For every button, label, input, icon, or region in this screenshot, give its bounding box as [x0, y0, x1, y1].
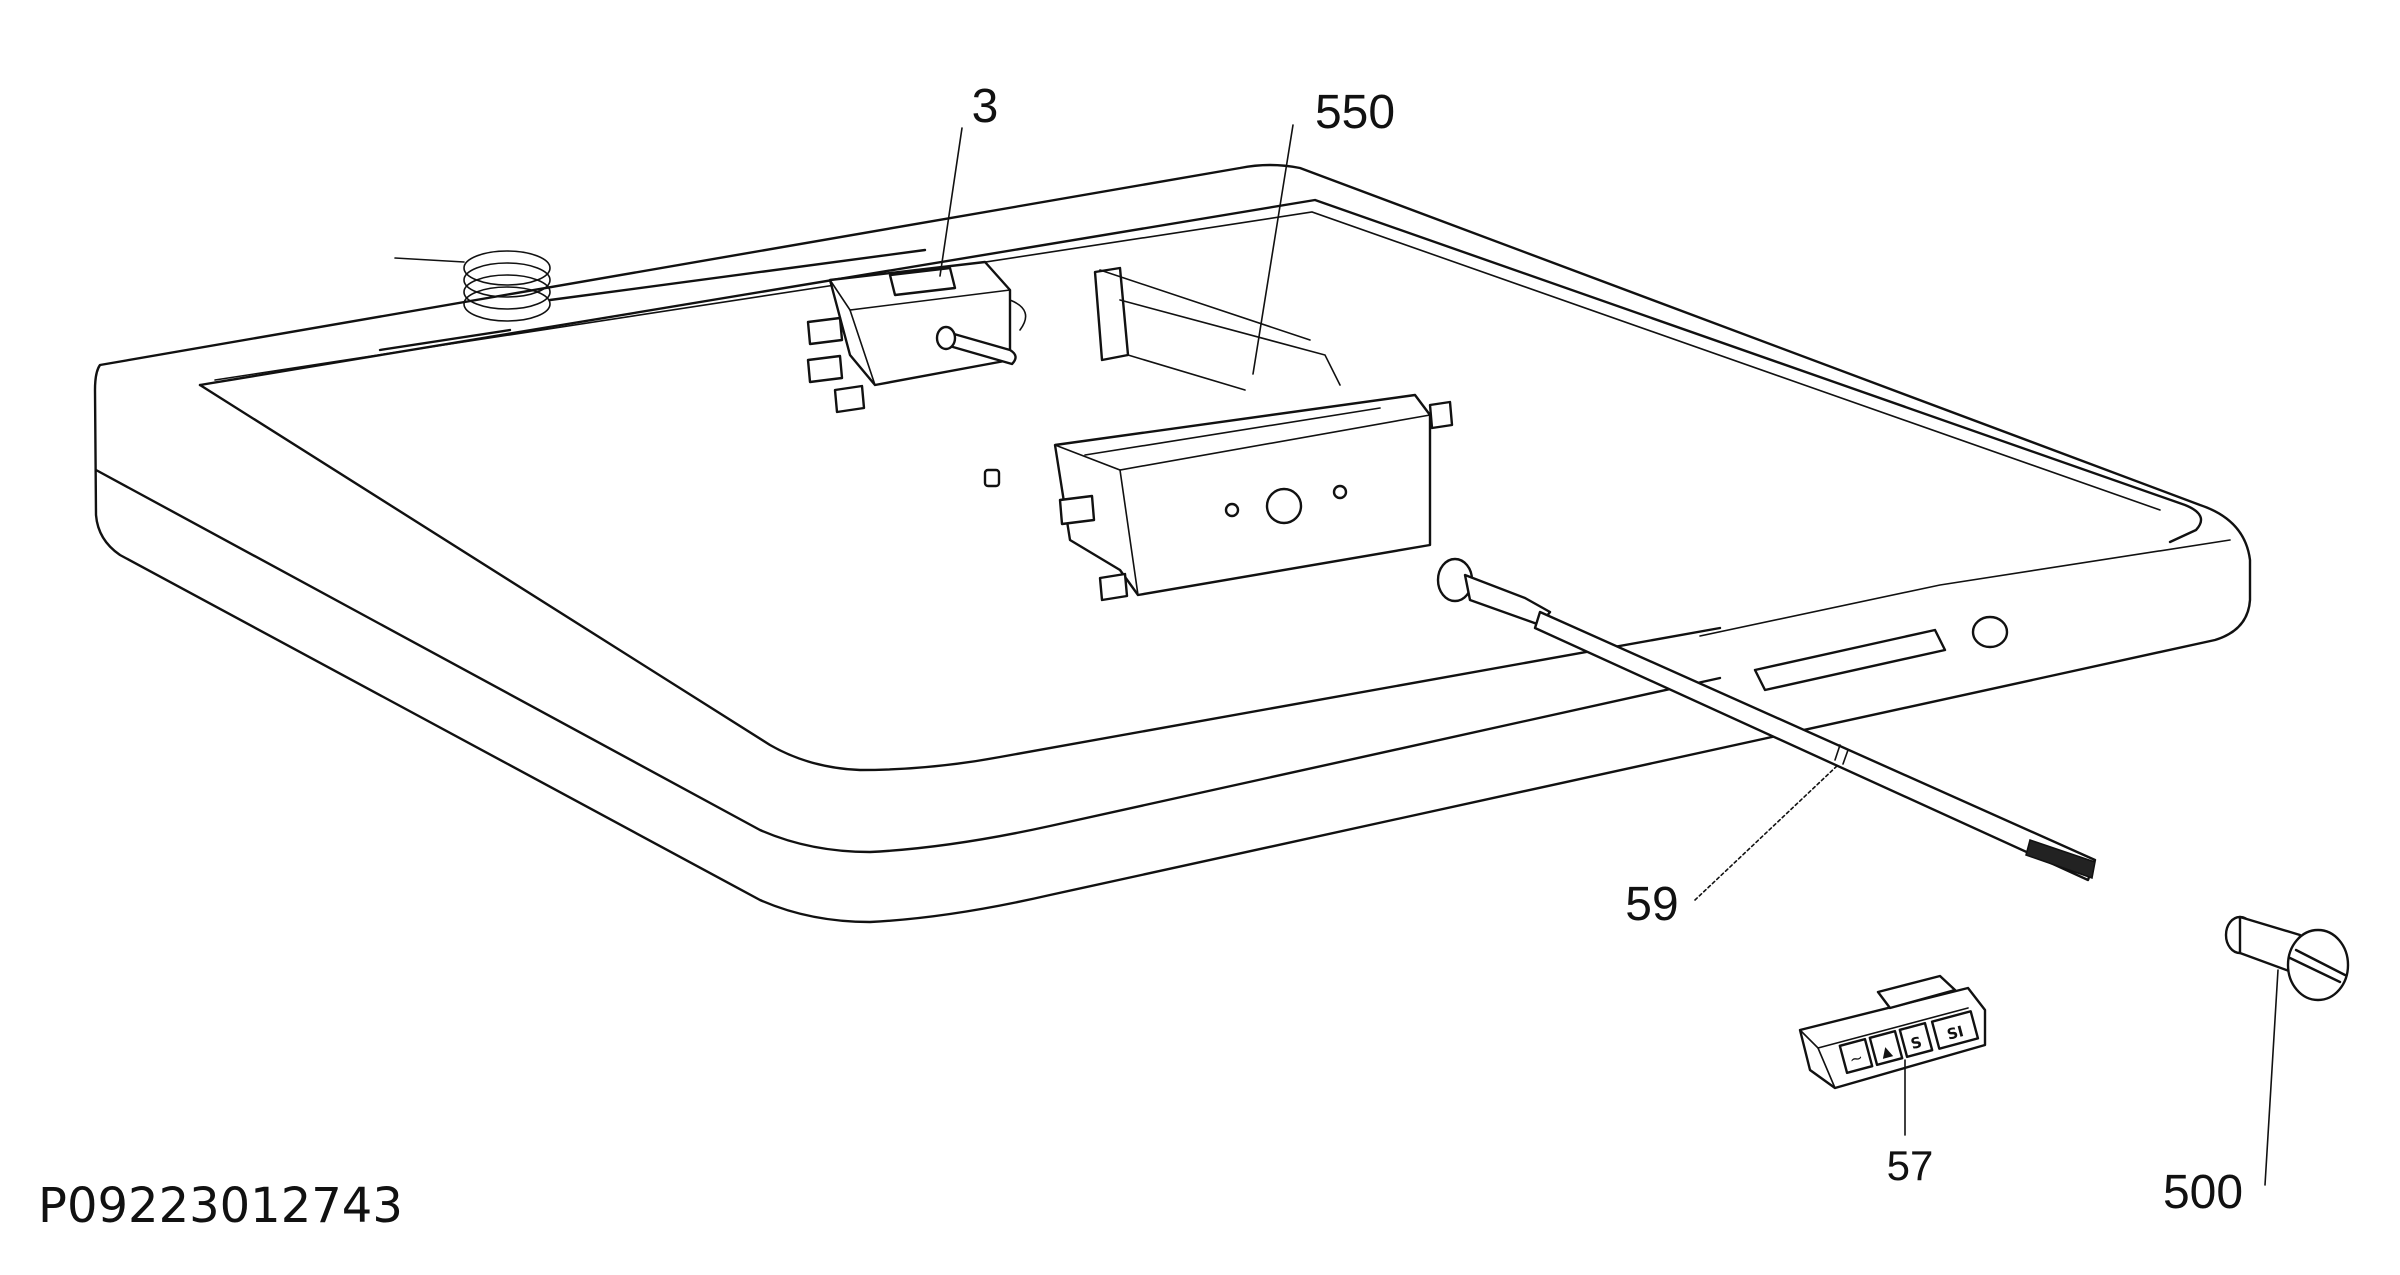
- switch-symbol-triangle: ▲: [1879, 1043, 1894, 1061]
- callout-57: 57: [1887, 1142, 1934, 1189]
- capillary-coil: [378, 248, 927, 352]
- leader-line-500: [2264, 969, 2279, 1186]
- panel-slot: [1753, 628, 1947, 692]
- switch-button-si: [1930, 1010, 1980, 1050]
- switch-symbol-s: S: [1909, 1033, 1924, 1053]
- switch-button-s: [1898, 1021, 1934, 1059]
- knob: [2224, 915, 2350, 1002]
- callout-3: 3: [972, 80, 999, 133]
- switch-symbol-si: SI: [1945, 1022, 1965, 1044]
- switch-button-triangle: [1868, 1029, 1904, 1067]
- callout-59: 59: [1625, 878, 1678, 931]
- leader-line-59: [1694, 764, 1839, 901]
- leader-line-550: [1252, 124, 1294, 375]
- panel-hole: [1971, 615, 2009, 649]
- switch-button-wave: [1838, 1037, 1874, 1075]
- leader-line-3: [939, 127, 963, 277]
- switch-panel: ~ ▲ S SI: [1798, 974, 1987, 1090]
- control-panel-base: [93, 163, 2252, 924]
- switch-symbol-wave: ~: [1847, 1048, 1865, 1070]
- housing: [983, 266, 1454, 602]
- callout-500: 500: [2163, 1166, 2243, 1219]
- leader-lines: [939, 124, 2279, 1186]
- thermostat: [806, 260, 1027, 414]
- switch-buttons: ~ ▲ S SI: [1838, 1010, 1980, 1075]
- callout-550: 550: [1315, 86, 1395, 139]
- shaft: [1436, 557, 2097, 882]
- drawing-code: P09223012743: [38, 1178, 403, 1234]
